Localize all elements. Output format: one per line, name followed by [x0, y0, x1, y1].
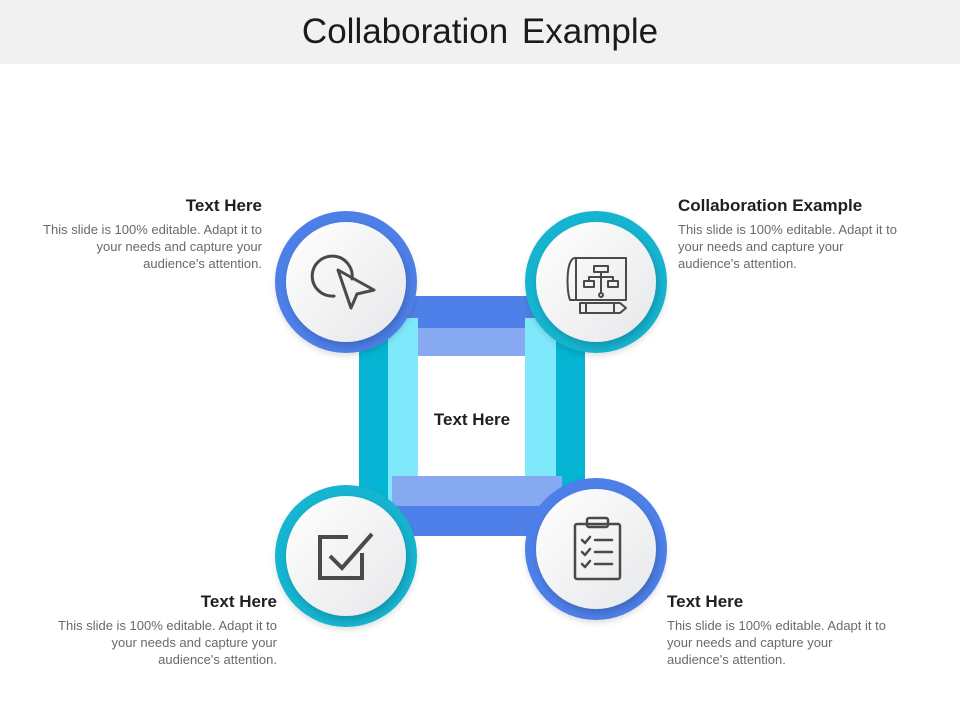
block-body: This slide is 100% editable. Adapt it to…	[678, 222, 897, 271]
block-body: This slide is 100% editable. Adapt it to…	[667, 618, 886, 667]
text-block-top-left: Text Here This slide is 100% editable. A…	[32, 196, 262, 272]
blueprint-flowchart-icon	[566, 257, 627, 314]
block-heading: Text Here	[200, 592, 277, 611]
block-heading: Collaboration Example	[678, 196, 863, 215]
node-top-left	[275, 211, 417, 353]
title-bar	[0, 0, 960, 64]
node-bottom-right	[525, 478, 667, 620]
block-heading: Text Here	[185, 196, 262, 215]
block-heading: Text Here	[667, 592, 744, 611]
text-block-top-right: Collaboration Example This slide is 100%…	[678, 196, 908, 272]
node-top-right	[525, 211, 667, 353]
slide-title: Collaboration Example	[301, 12, 659, 51]
disc	[286, 222, 406, 342]
center-label: Text Here	[433, 410, 511, 429]
band-left	[359, 318, 418, 518]
disc	[286, 496, 406, 616]
cursor-pointer-icon	[310, 254, 376, 310]
block-body: This slide is 100% editable. Adapt it to…	[58, 618, 277, 667]
clipboard-checklist-icon	[573, 516, 622, 581]
checkbox-icon	[318, 532, 374, 580]
disc	[536, 222, 656, 342]
node-bottom-left	[275, 485, 417, 627]
disc	[536, 489, 656, 609]
block-body: This slide is 100% editable. Adapt it to…	[43, 222, 262, 271]
text-block-bottom-left: Text Here This slide is 100% editable. A…	[47, 592, 277, 668]
text-block-bottom-right: Text Here This slide is 100% editable. A…	[667, 592, 897, 668]
